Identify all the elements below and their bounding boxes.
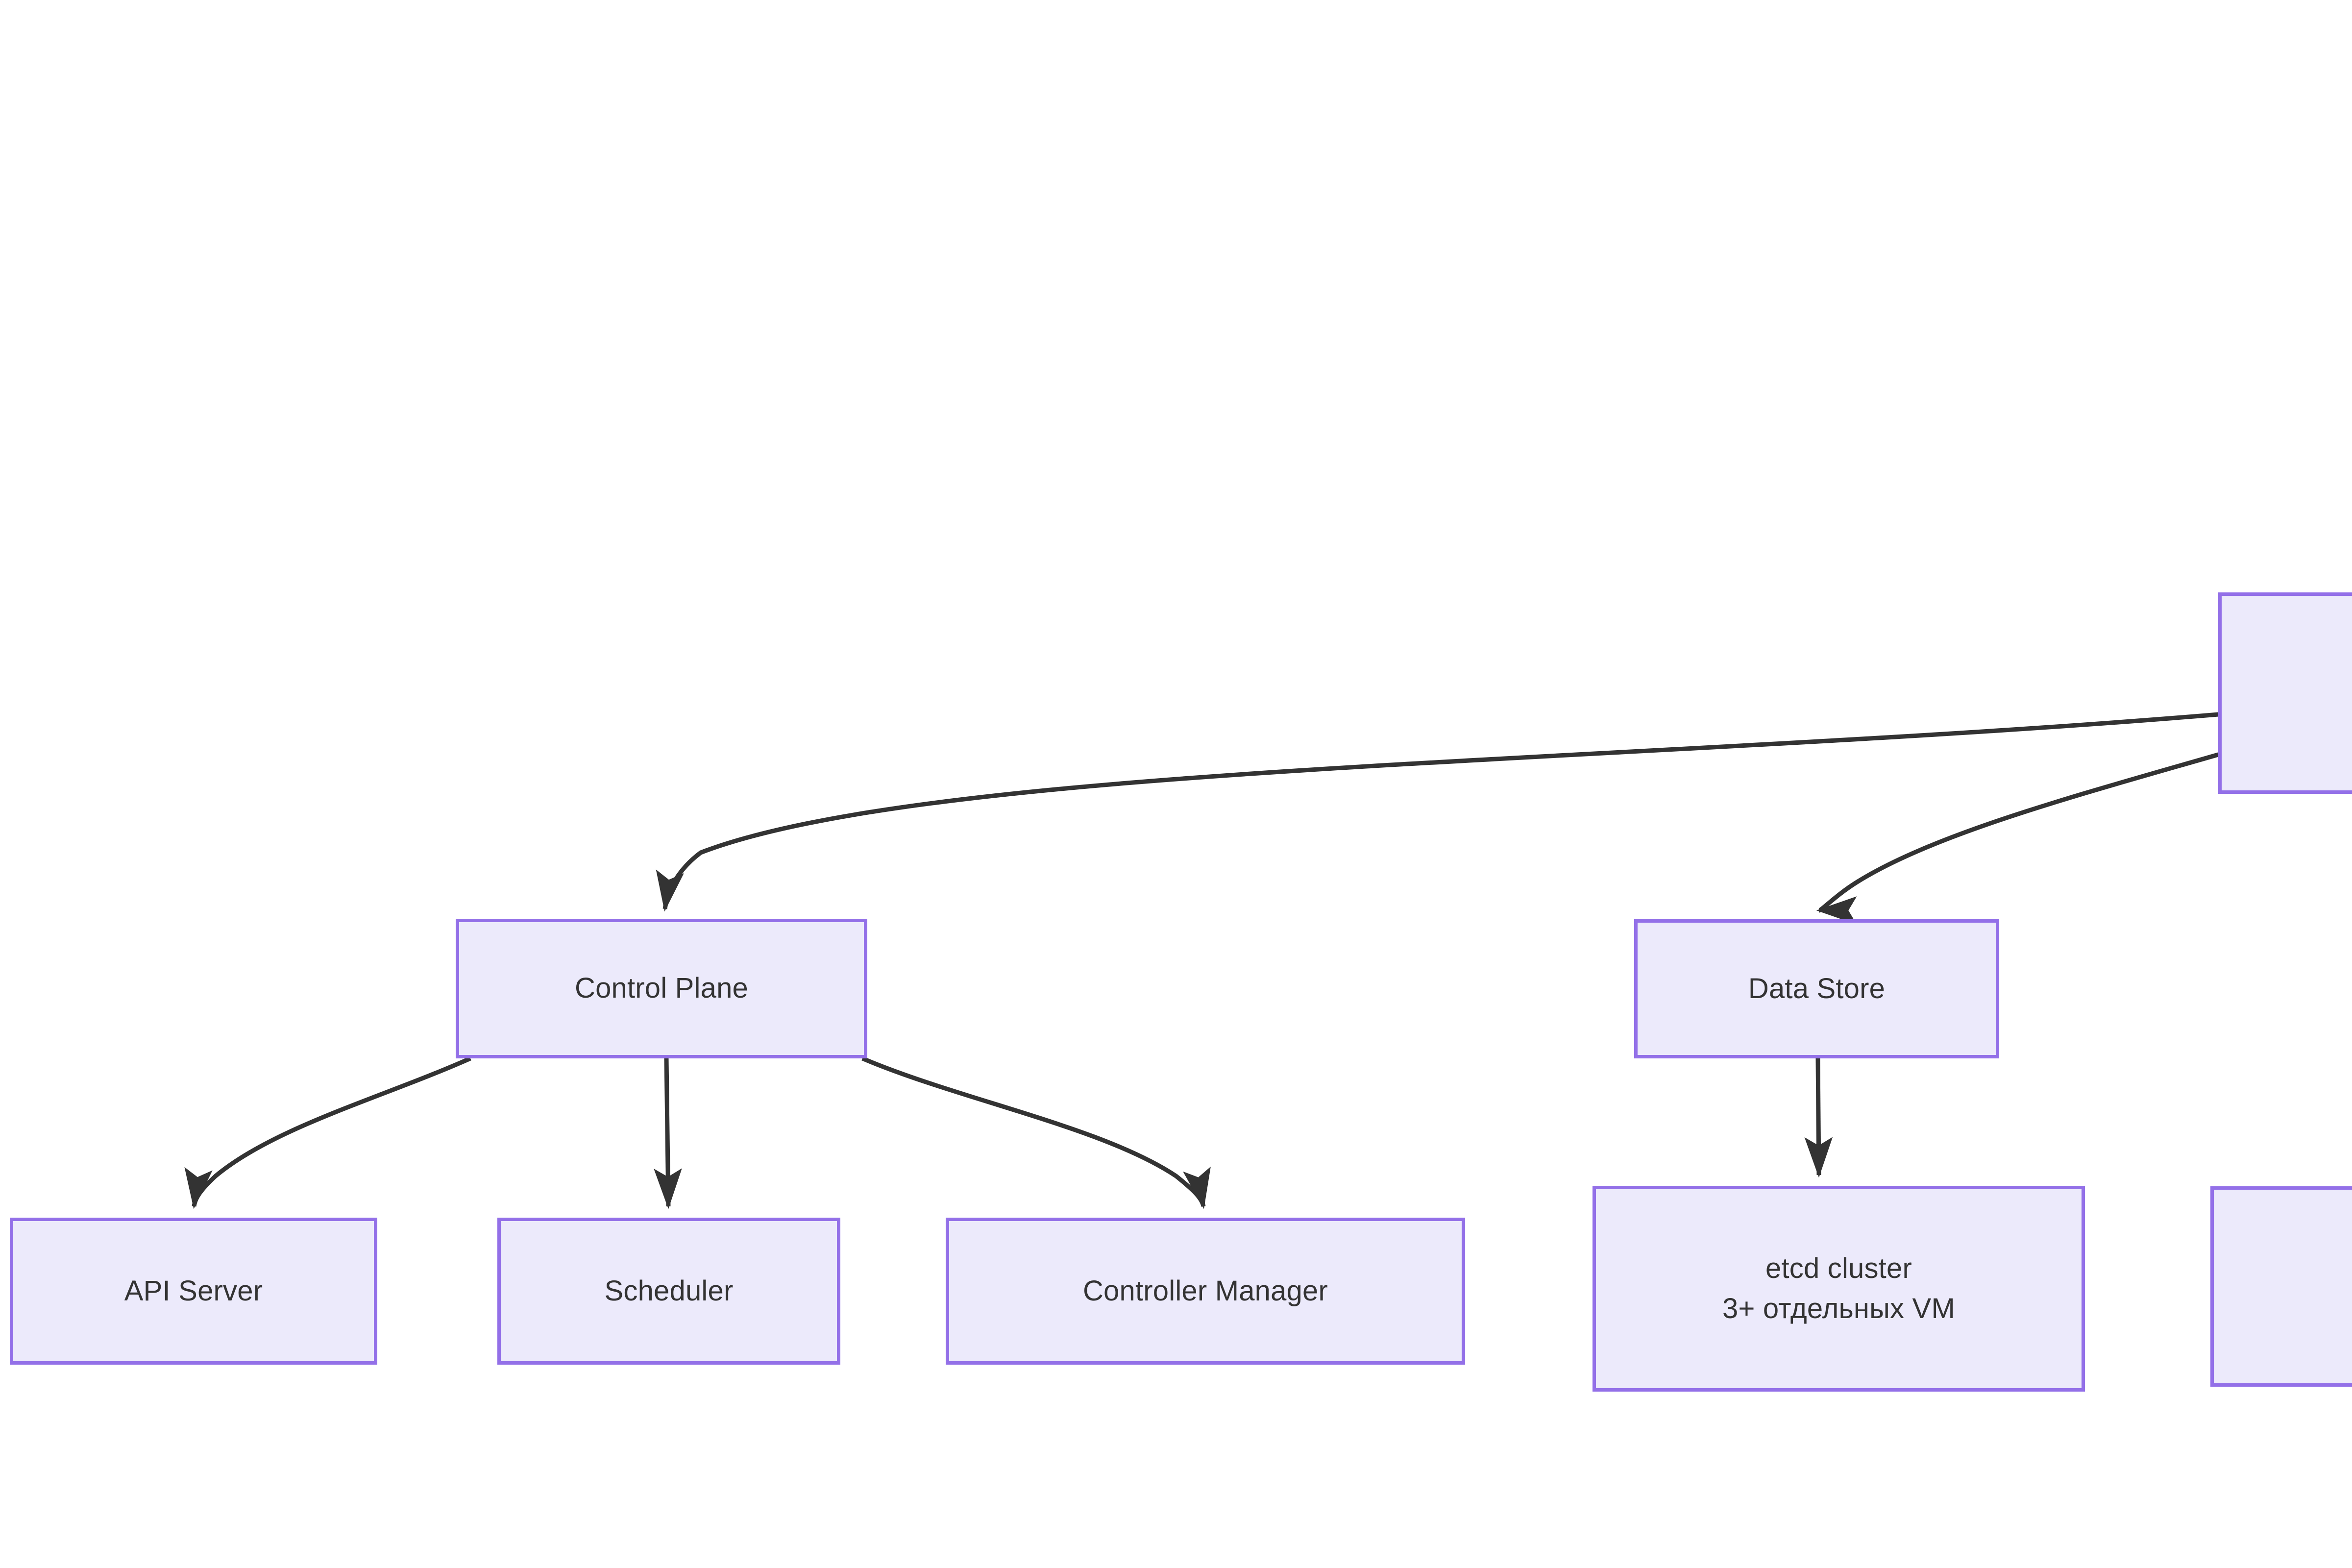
node-api-server[interactable]: API Server: [10, 1218, 377, 1365]
edge-control-plane-to-api-server: [184, 1056, 471, 1209]
node-scheduler-label: Scheduler: [604, 1274, 734, 1307]
node-install[interactable]: уста: [2210, 1186, 2352, 1387]
node-scheduler[interactable]: Scheduler: [497, 1218, 840, 1365]
edge-root-to-control-plane: [656, 712, 2219, 912]
edge-root-to-data-store: [1816, 752, 2219, 925]
node-kubernetes-root[interactable]: K Раз: [2218, 592, 2352, 794]
node-controller-manager[interactable]: Controller Manager: [946, 1218, 1465, 1365]
node-control-plane[interactable]: Control Plane: [456, 919, 867, 1058]
node-controller-manager-label: Controller Manager: [1082, 1274, 1328, 1307]
edge-data-store-to-etcd-cluster: [1804, 1058, 1833, 1178]
node-etcd-cluster-line-2: 3+ отдельных VM: [1722, 1293, 1955, 1324]
node-control-plane-label: Control Plane: [574, 972, 749, 1004]
edge-control-plane-to-controller-manager: [861, 1056, 1211, 1209]
node-etcd-cluster-line-1: etcd cluster: [1765, 1252, 1912, 1284]
node-api-server-label: API Server: [124, 1274, 263, 1307]
node-etcd-cluster[interactable]: etcd cluster 3+ отдельных VM: [1592, 1186, 2085, 1392]
node-data-store-label: Data Store: [1748, 972, 1886, 1004]
edge-control-plane-to-scheduler: [654, 1058, 682, 1209]
node-data-store[interactable]: Data Store: [1634, 919, 1999, 1058]
